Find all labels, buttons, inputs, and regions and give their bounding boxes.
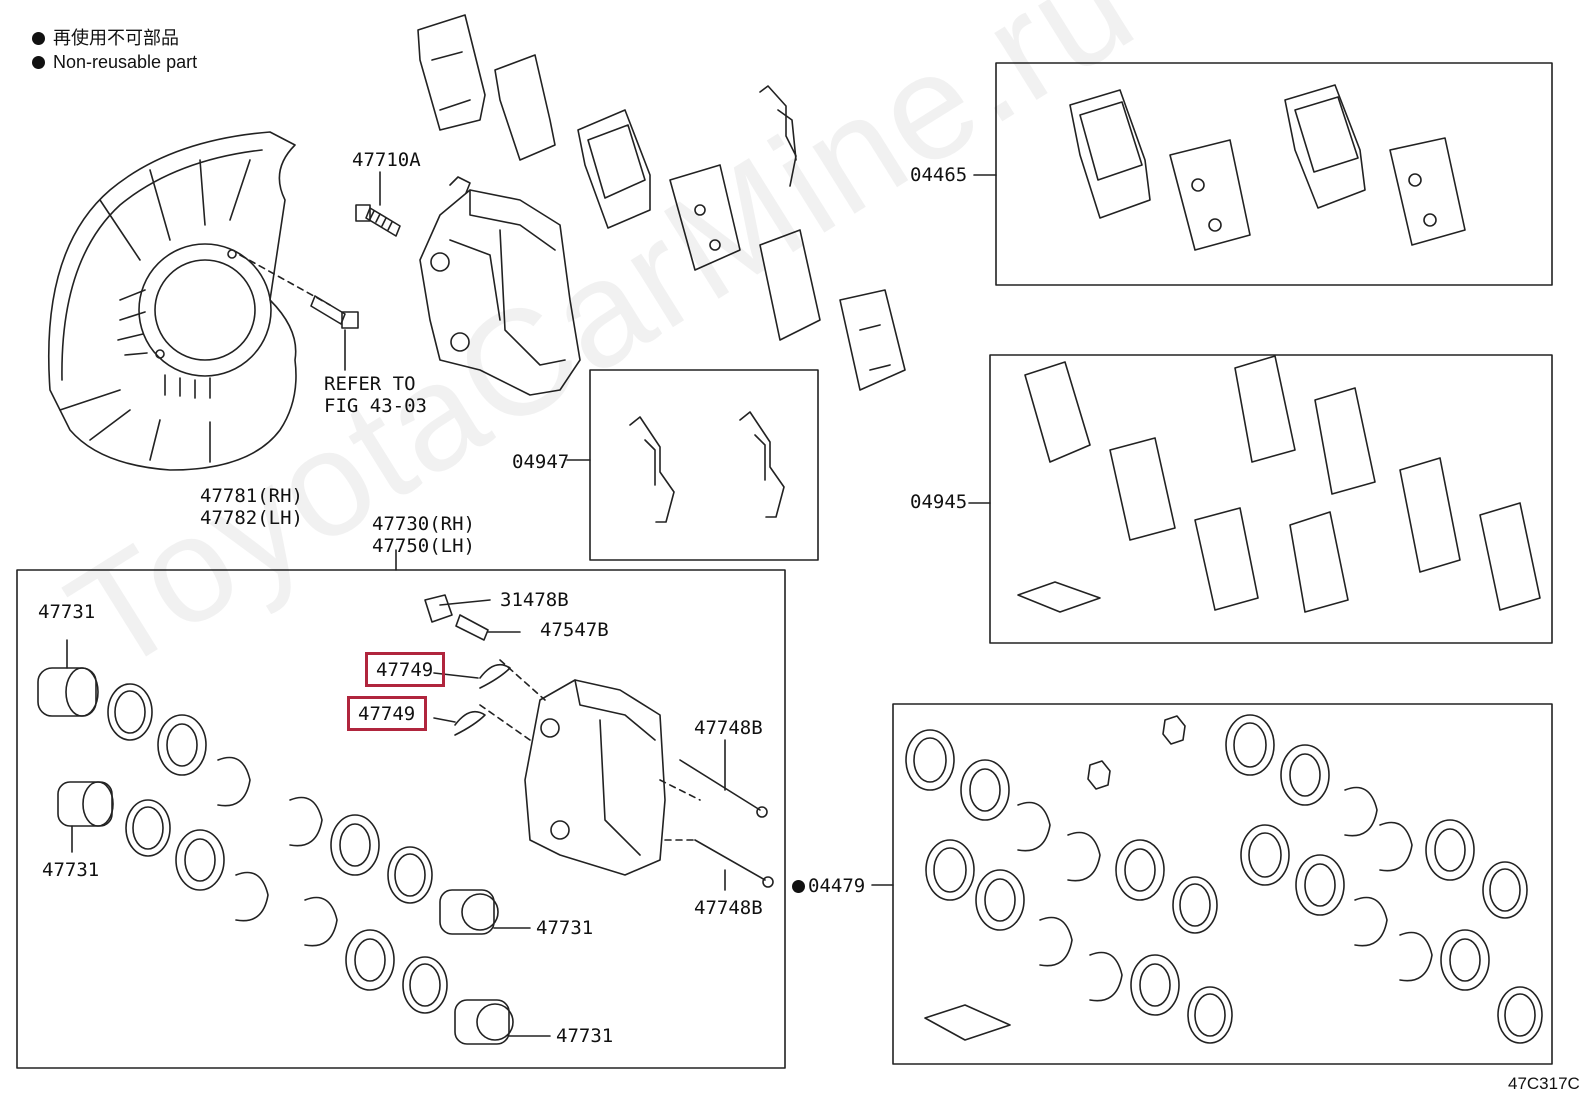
seals-04479-drawing bbox=[905, 714, 1543, 1044]
label-47710A[interactable]: 47710A bbox=[352, 149, 421, 171]
label-47731-d[interactable]: 47731 bbox=[556, 1025, 614, 1047]
box-04947 bbox=[589, 369, 819, 561]
bullet-icon bbox=[32, 32, 45, 45]
pads-04465-drawing bbox=[973, 84, 1466, 251]
label-04945[interactable]: 04945 bbox=[910, 491, 968, 513]
legend-line-jp: 再使用不可部品 bbox=[32, 26, 197, 50]
label-31478B[interactable]: 31478B bbox=[500, 589, 569, 611]
bolt-refer-drawing bbox=[239, 254, 359, 371]
label-47731-c[interactable]: 47731 bbox=[536, 917, 594, 939]
seals-drawing bbox=[107, 683, 448, 1014]
label-47781[interactable]: 47781(RH) bbox=[200, 485, 303, 507]
upper-clip-drawing bbox=[759, 85, 797, 187]
figure-code: 47C317C bbox=[1508, 1074, 1580, 1093]
label-refer-to: REFER TO bbox=[324, 373, 416, 395]
label-47749-upper[interactable]: 47749 bbox=[376, 659, 434, 681]
box-caliper-assy bbox=[16, 569, 786, 1069]
label-47731-b[interactable]: 47731 bbox=[42, 859, 100, 881]
clip-pins-drawing bbox=[433, 663, 511, 736]
dust-shield-drawing bbox=[47, 131, 297, 471]
upper-pads-drawing bbox=[417, 14, 906, 391]
lower-caliper-drawing bbox=[479, 659, 774, 891]
label-fig[interactable]: FIG 43-03 bbox=[324, 395, 427, 417]
legend: 再使用不可部品 Non-reusable part bbox=[32, 26, 197, 74]
pads-04945-drawing bbox=[968, 355, 1541, 613]
box-04479 bbox=[892, 703, 1553, 1065]
label-04947[interactable]: 04947 bbox=[512, 451, 570, 473]
label-47731-a[interactable]: 47731 bbox=[38, 601, 96, 623]
label-47547B[interactable]: 47547B bbox=[540, 619, 609, 641]
label-04465[interactable]: 04465 bbox=[910, 164, 968, 186]
upper-caliper-drawing bbox=[419, 176, 581, 396]
pistons-drawing bbox=[37, 639, 551, 1045]
label-47748B-lower[interactable]: 47748B bbox=[694, 897, 763, 919]
label-04479[interactable]: 04479 bbox=[792, 876, 865, 896]
highlight-47749-upper bbox=[365, 652, 445, 687]
label-47782[interactable]: 47782(LH) bbox=[200, 507, 303, 529]
bolt-47710A-drawing bbox=[355, 171, 401, 237]
box-04465 bbox=[995, 62, 1553, 286]
highlight-47749-lower bbox=[347, 696, 427, 731]
clips-04947-drawing bbox=[566, 411, 785, 523]
legend-line-en: Non-reusable part bbox=[32, 50, 197, 74]
box-04945 bbox=[989, 354, 1553, 644]
label-47730[interactable]: 47730(RH) bbox=[372, 513, 475, 535]
label-47750[interactable]: 47750(LH) bbox=[372, 535, 475, 557]
label-47748B-upper[interactable]: 47748B bbox=[694, 717, 763, 739]
bleeder-drawing bbox=[424, 594, 521, 641]
bullet-icon bbox=[32, 56, 45, 69]
label-47749-lower[interactable]: 47749 bbox=[358, 703, 416, 725]
